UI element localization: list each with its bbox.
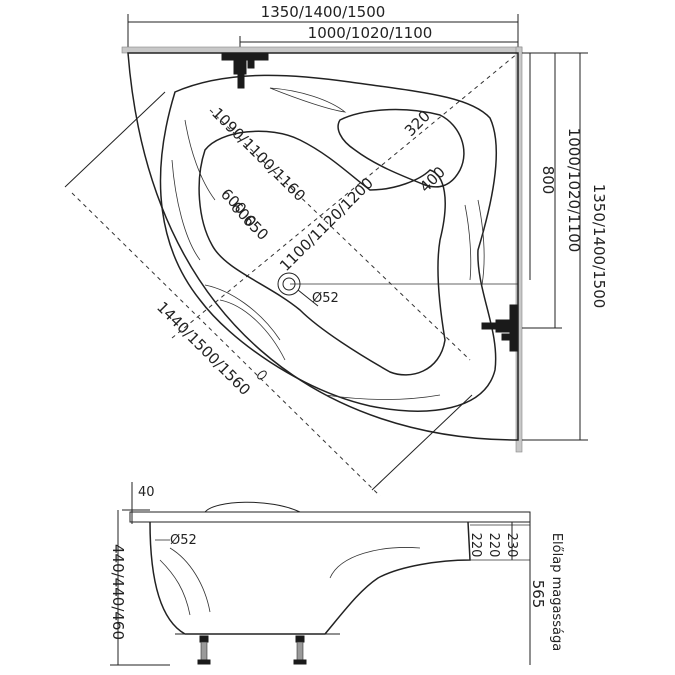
seat-label-2: 230	[504, 533, 519, 558]
basin-long-label: 1090/1100/1160	[208, 104, 309, 205]
width-label: 1350/1400/1500	[261, 3, 386, 21]
left-leg-icon	[197, 635, 211, 665]
diagonal-dimension-line	[71, 192, 381, 497]
apron-value: 565	[529, 580, 547, 609]
bathtub-outer-rim	[127, 52, 519, 441]
top-tap-icon	[221, 52, 269, 89]
top-view: 1350/1400/1500 1000/1020/1100 1350/1400/…	[64, 3, 608, 497]
bathtub-seat	[337, 108, 465, 188]
inner-width-label: 1000/1020/1100	[308, 24, 433, 42]
corner-diagonal	[171, 52, 519, 339]
top-wall	[121, 46, 523, 54]
right-leg-icon	[293, 635, 307, 665]
inner-height-label: 1000/1020/1100	[565, 128, 583, 253]
rim-label: 40	[138, 485, 155, 500]
right-tap-icon	[481, 304, 518, 352]
tap-height-label: 800	[539, 166, 557, 195]
tub-body	[149, 521, 471, 635]
side-view: 40 440/440/460 Ø52 220 220 230 565 Előla…	[109, 482, 564, 666]
drain-label: Ø52	[312, 291, 339, 306]
overflow	[257, 370, 267, 380]
right-wall	[515, 46, 523, 453]
headrest-bump	[204, 501, 301, 513]
side-height-label: 440/440/460	[109, 544, 127, 640]
apron-label: Előlap magassága	[549, 533, 564, 651]
drain-circle-outer	[277, 272, 301, 296]
seat-label-0: 220	[468, 533, 483, 558]
diagonal-label: 1440/1500/1560	[153, 298, 254, 399]
bathtub-basin	[198, 130, 446, 376]
drain-circle-inner	[282, 277, 296, 291]
height-label: 1350/1400/1500	[590, 184, 608, 309]
tub-rim	[129, 511, 531, 523]
side-drain-label: Ø52	[170, 533, 197, 548]
seat-label-1: 220	[486, 533, 501, 558]
bathtub-inner-rim	[159, 74, 497, 412]
